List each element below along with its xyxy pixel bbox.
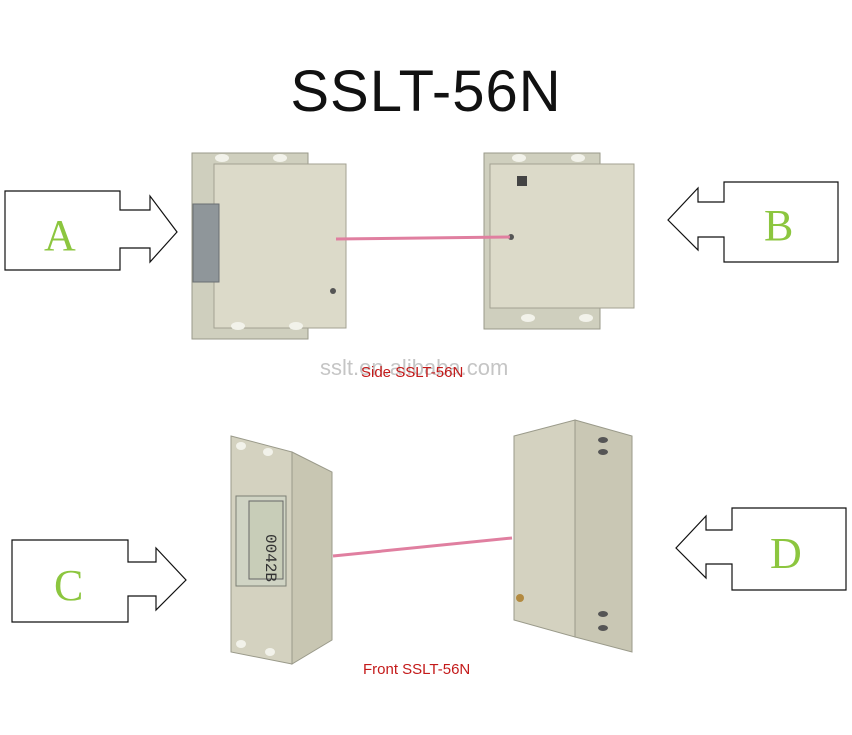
light-beam-top — [335, 235, 511, 241]
page-title: SSLT-56N — [290, 59, 562, 124]
label-b: B — [764, 201, 793, 250]
label-box-c: C — [11, 539, 187, 623]
label-c: C — [54, 561, 83, 610]
label-box-a: A — [4, 190, 178, 271]
watermark: sslt.en.alibaba.com — [320, 355, 509, 380]
caption-front: Front SSLT-56N — [363, 661, 471, 678]
sensor-right-front — [513, 419, 633, 653]
label-box-d: D — [675, 507, 847, 591]
label-a: A — [44, 211, 76, 260]
sensor-left-side — [191, 152, 347, 340]
caption-side: Side SSLT-56N — [361, 364, 464, 381]
label-box-b: B — [667, 181, 839, 263]
sensor-right-side — [483, 152, 635, 330]
sensor-left-front — [230, 435, 333, 665]
lcd-display-text: 0042B — [261, 534, 279, 582]
light-beam-bottom — [332, 536, 513, 558]
label-d: D — [770, 529, 802, 578]
